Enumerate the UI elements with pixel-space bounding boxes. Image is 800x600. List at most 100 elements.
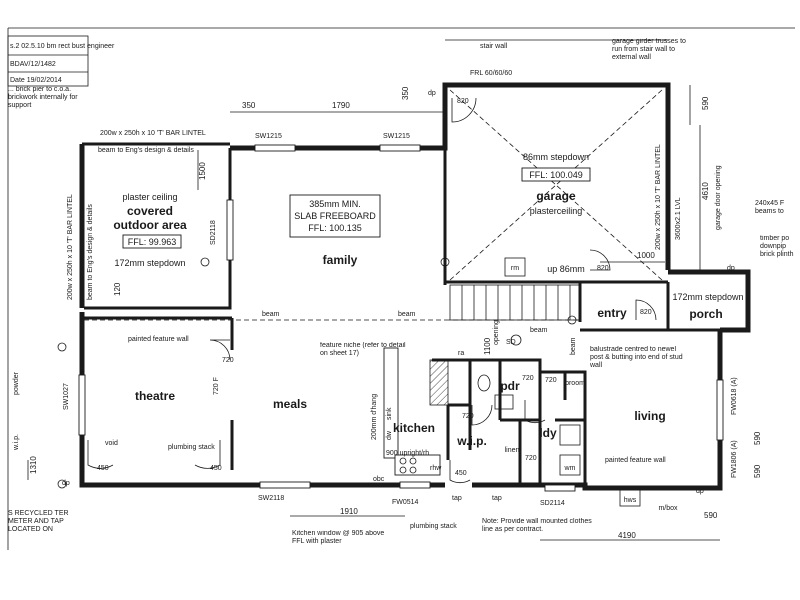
fixtures xyxy=(57,257,641,507)
beam-engs-left-note: beam to Eng's design & details xyxy=(87,204,94,300)
feature-niche xyxy=(429,359,449,406)
laundry-tub-icon xyxy=(559,424,581,446)
room-ldy-label: ldy xyxy=(539,426,557,440)
lintel-left-note: 200w x 250h x 10 'T' BAR LINTEL xyxy=(67,194,74,300)
stepdown-outdoor: 172mm stepdown xyxy=(114,258,185,268)
door-720e: 720 xyxy=(545,377,557,384)
room-kitchen-label: kitchen xyxy=(393,421,435,435)
dim-top-350: 350 xyxy=(242,101,256,110)
door-720b: 720 F xyxy=(213,377,220,395)
windows xyxy=(78,144,724,492)
door-820b: 820 xyxy=(597,265,609,272)
dim-left-120: 120 xyxy=(113,282,122,296)
dim-right-590b: 590 xyxy=(753,431,762,445)
beams-right-note: 240x45 F beams to xyxy=(755,200,785,215)
window-fw0514: FW0514 xyxy=(392,499,419,506)
dp-label-1: dp xyxy=(428,90,436,97)
mbox-label: m/box xyxy=(658,505,678,512)
kitchen-island-bench xyxy=(383,347,399,459)
rhw-label: rhw xyxy=(430,465,442,472)
obc-label: obc xyxy=(373,476,385,483)
beam-engs-top-note: beam to Eng's design & details xyxy=(98,147,194,154)
slab-line2: SLAB FREEBOARD xyxy=(294,211,376,221)
dp-label-4: dp xyxy=(696,488,704,495)
door-720f: 720 xyxy=(525,455,537,462)
room-family-label: family xyxy=(323,253,358,267)
garage-door-opening-note: garage door opening xyxy=(715,165,722,230)
room-porch-label: porch xyxy=(689,307,722,321)
feature-niche-note: feature niche (refer to detail on sheet … xyxy=(320,342,406,357)
door-450a: 450 xyxy=(97,465,109,472)
stair-wall-note: stair wall xyxy=(480,43,508,50)
hws-label: hws xyxy=(624,497,637,504)
tap-label-1: tap xyxy=(452,495,462,502)
title-block-line1: s.2 02.5.10 bm rect bust engineer xyxy=(10,43,115,50)
dim-top-350v: 350 xyxy=(401,86,410,100)
broom-label: broom xyxy=(565,380,585,387)
room-garage-label: garage xyxy=(536,189,576,203)
window-sw1215b: SW1215 xyxy=(383,133,410,140)
door-sd2118: SD2118 xyxy=(210,220,217,245)
door-720a: 720 xyxy=(222,357,234,364)
room-pdr-label: pdr xyxy=(500,379,520,393)
door-820c: 820 xyxy=(640,309,652,316)
window-fw1806: FW1806 (A) xyxy=(731,440,738,478)
interior-walls xyxy=(84,148,720,485)
dim-right-590: 590 xyxy=(701,96,710,110)
dim-right-590c: 590 xyxy=(753,464,762,478)
dimension-lines xyxy=(27,39,720,541)
basin-icon xyxy=(494,394,514,410)
washing-machine-icon xyxy=(559,454,581,476)
dim-mid-1100: 1100 xyxy=(483,337,492,355)
beam-label-4: beam xyxy=(570,337,577,355)
room-theatre-label: theatre xyxy=(135,389,175,403)
garage-up: up 86mm xyxy=(547,264,585,274)
kitchen-window-note: Kitchen window @ 905 above FFL with plas… xyxy=(292,530,385,545)
garage-ffl: FFL: 100.049 xyxy=(529,170,583,180)
smoke-detector-icon xyxy=(510,334,522,346)
dim-left-1310: 1310 xyxy=(29,456,38,474)
room-meals-label: meals xyxy=(273,397,307,411)
painted-wall-living-note: painted feature wall xyxy=(605,457,666,464)
dim-mid-1000: 1000 xyxy=(637,251,655,260)
dp-label-2: dp xyxy=(727,265,735,272)
void-label: void xyxy=(105,440,118,447)
clothes-line-note: Note: Provide wall mounted clothes line … xyxy=(482,518,592,533)
brick-pier-note: ... brick pier to c.o.a. brickwork inter… xyxy=(8,86,78,109)
dw-label: dw xyxy=(386,430,393,440)
sink-label: sink xyxy=(386,407,393,420)
beam-label-1: beam xyxy=(262,311,280,318)
rm-box xyxy=(504,257,526,277)
door-sd2114: SD2114 xyxy=(540,500,565,507)
painted-wall-theatre-note: painted feature wall xyxy=(128,336,189,343)
powder-label: powder xyxy=(13,371,20,395)
window-sw1215a: SW1215 xyxy=(255,133,282,140)
door-820a: 820 xyxy=(457,98,469,105)
porch-stepdown: 172mm stepdown xyxy=(672,292,743,302)
cooktop-upright-label: 900 upright/rh xyxy=(386,450,429,457)
garage-stepdown: 86mm stepdown xyxy=(523,152,589,162)
beam-label-3: beam xyxy=(530,327,548,334)
door-720c: 720 xyxy=(462,413,474,420)
sd-label: SD xyxy=(506,339,516,346)
balustrade-note: balustrade centred to newel post & butti… xyxy=(590,346,683,369)
opening-label: opening xyxy=(493,320,500,345)
room-wip-label: w.i.p. xyxy=(456,434,487,448)
timber-post-note: timber po downpip brick plinth xyxy=(760,235,794,258)
plumbing-stack-theatre: plumbing stack xyxy=(168,444,215,451)
door-450c: 450 xyxy=(455,470,467,477)
dwarf-label: 200mm d'hang xyxy=(371,394,378,440)
title-block-line3: Date 19/02/2014 xyxy=(10,77,62,84)
garage-roof-lines xyxy=(449,89,663,281)
beam-label-2: beam xyxy=(398,311,416,318)
lintel-garage-note: 200w x 250h x 10 'T' BAR LINTEL xyxy=(655,144,662,250)
room-entry-label: entry xyxy=(597,306,627,320)
dim-bottom-1910: 1910 xyxy=(340,507,358,516)
toilet-icon xyxy=(477,374,491,392)
downpipe-icon xyxy=(57,342,67,352)
garage-ceiling: plasterceiling xyxy=(530,206,583,216)
window-sw2118a: SW2118 xyxy=(258,495,284,502)
dim-left-1500: 1500 xyxy=(198,162,207,180)
door-450b: 450 xyxy=(210,465,222,472)
